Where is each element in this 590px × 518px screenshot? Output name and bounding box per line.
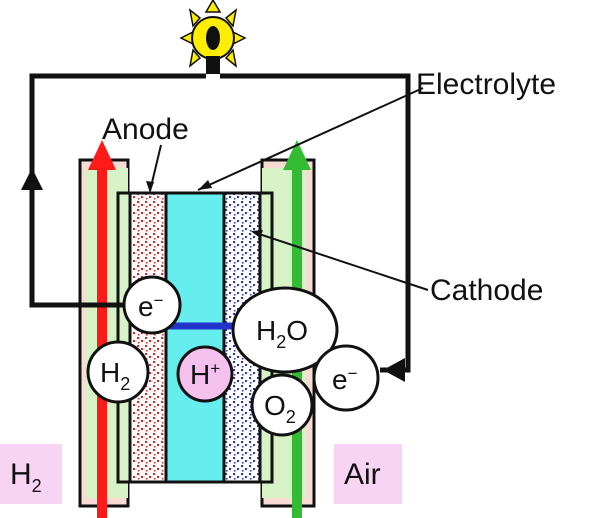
electrolyte-label: Electrolyte	[416, 68, 556, 101]
oxygen-bubble: O2	[250, 373, 314, 437]
svg-text:H+: H+	[190, 359, 220, 390]
air-inlet-label: Air	[334, 444, 402, 504]
circuit-arrow-up-icon	[21, 168, 43, 190]
cathode-label: Cathode	[430, 274, 543, 307]
hydrogen-bubble: H2	[86, 340, 150, 404]
hydrogen-inlet-label: H2	[0, 444, 62, 504]
svg-text:e−: e−	[138, 291, 164, 322]
hydrogen-flow-arrow	[88, 140, 116, 518]
anode-label: Anode	[102, 113, 189, 146]
anode-layer	[128, 191, 168, 484]
electrolyte-leader-line	[197, 87, 424, 191]
electrolyte-leader-arrow-icon	[198, 180, 212, 190]
circuit-arrow-left-icon	[383, 358, 405, 382]
anode-leader-arrow-icon	[146, 181, 154, 193]
electron-bubble-anode: e−	[122, 275, 182, 335]
cathode-leader-line	[252, 231, 429, 291]
svg-text:e−: e−	[332, 364, 358, 395]
svg-text:H2: H2	[100, 357, 130, 394]
cathode-leader-arrow-icon	[251, 230, 263, 238]
light-bulb-icon	[179, 0, 247, 74]
proton-bubble: H+	[176, 345, 234, 403]
svg-text:H2O: H2O	[256, 315, 308, 352]
water-bubble: H2O	[231, 286, 339, 374]
electrolyte-layer	[164, 191, 226, 484]
svg-text:Air: Air	[344, 458, 381, 491]
electron-bubble-cathode: e−	[312, 344, 380, 412]
svg-text:H2: H2	[10, 458, 42, 496]
svg-text:O2: O2	[264, 390, 296, 427]
anode-plate-wall	[116, 191, 132, 484]
